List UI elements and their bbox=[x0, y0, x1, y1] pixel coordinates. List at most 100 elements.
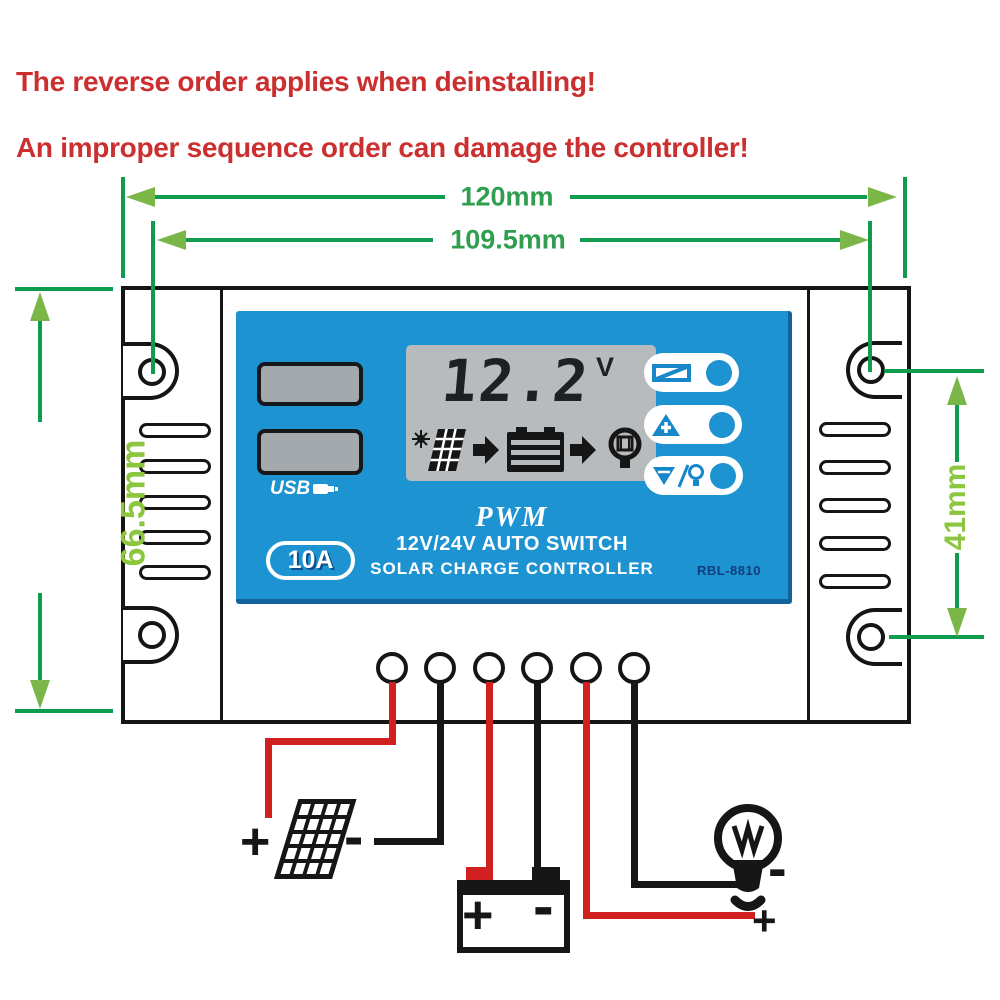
battery-status-icon bbox=[652, 363, 691, 382]
dimension-line bbox=[38, 593, 42, 686]
wire-load-plus bbox=[583, 682, 590, 919]
right-flange-line bbox=[807, 290, 810, 720]
battery-plus-label: + bbox=[462, 885, 494, 945]
brand-pwm: PWM bbox=[475, 502, 549, 533]
lcd-flow-icons bbox=[412, 427, 642, 472]
wire-solar-plus bbox=[265, 738, 396, 745]
load-plus-label: + bbox=[752, 897, 777, 944]
brand-auto-switch: 12V/24V AUTO SWITCH bbox=[396, 533, 628, 555]
sun-icon bbox=[412, 430, 430, 448]
lcd-unit: V bbox=[596, 352, 615, 382]
button-dot bbox=[706, 359, 732, 386]
battery-icon bbox=[507, 427, 564, 472]
arrow-right-icon bbox=[473, 436, 499, 464]
usb-text: USB bbox=[270, 478, 311, 499]
lcd-display: 12.2 V bbox=[406, 345, 656, 481]
vent-slot bbox=[819, 460, 891, 475]
arrowhead-up-icon bbox=[30, 292, 50, 321]
extension-line bbox=[121, 177, 125, 278]
warning-line-1: The reverse order applies when deinstall… bbox=[16, 66, 596, 97]
dimension-line bbox=[570, 195, 867, 199]
terminal-battery-minus bbox=[521, 652, 553, 684]
solar-panel-icon bbox=[428, 429, 466, 471]
button-dot bbox=[709, 411, 735, 438]
vent-slot bbox=[819, 536, 891, 551]
dimension-line bbox=[38, 315, 42, 422]
battery-negative-cap bbox=[532, 867, 560, 882]
amp-rating-text: 10A bbox=[287, 546, 334, 574]
extension-line bbox=[868, 221, 872, 372]
battery bbox=[457, 880, 570, 953]
warning-line-2: An improper sequence order can damage th… bbox=[16, 132, 749, 163]
extension-line bbox=[15, 287, 113, 291]
arrowhead-down-icon bbox=[947, 608, 967, 637]
vent-slot bbox=[139, 459, 211, 474]
button-dot bbox=[710, 462, 736, 489]
battery-positive-cap bbox=[466, 867, 493, 882]
wire-battery-plus bbox=[486, 682, 493, 868]
arrowhead-right-icon bbox=[868, 187, 897, 207]
wire-solar-plus bbox=[389, 682, 396, 745]
outer-width-label: 120mm bbox=[460, 181, 554, 212]
usb-port bbox=[257, 429, 363, 475]
load-minus-label: - bbox=[768, 836, 787, 899]
load-light-icon bbox=[653, 463, 704, 488]
mount-hole bbox=[857, 623, 885, 651]
vent-slot bbox=[139, 565, 211, 580]
dimension-line bbox=[152, 195, 445, 199]
mount-hole bbox=[138, 621, 166, 649]
lcd-voltage: 12.2 bbox=[439, 347, 593, 415]
triangle-plus-icon bbox=[652, 413, 680, 436]
model-number: RBL-8810 bbox=[697, 563, 761, 578]
usb-label: USB bbox=[270, 478, 360, 500]
vent-slot bbox=[819, 422, 891, 437]
arrowhead-right-icon bbox=[840, 230, 869, 250]
arrowhead-left-icon bbox=[126, 187, 155, 207]
wire-solar-plus bbox=[265, 738, 272, 818]
terminal-load-plus bbox=[570, 652, 602, 684]
button-battery-status bbox=[644, 353, 739, 392]
wire-load-plus bbox=[583, 912, 755, 919]
vent-slot bbox=[819, 574, 891, 589]
dimension-line bbox=[183, 238, 433, 242]
brand-solar-charge-controller: SOLAR CHARGE CONTROLLER bbox=[370, 559, 654, 578]
vent-slot bbox=[819, 498, 891, 513]
solar-minus-label: - bbox=[344, 804, 364, 869]
arrowhead-left-icon bbox=[157, 230, 186, 250]
arrow-right-icon bbox=[570, 436, 596, 464]
hole-height-label: 41mm bbox=[939, 463, 972, 551]
faceplate: USB 10A 12.2 V bbox=[236, 311, 792, 604]
wire-solar-minus bbox=[374, 838, 444, 845]
arrowhead-up-icon bbox=[947, 376, 967, 405]
wire-solar-minus bbox=[437, 682, 444, 845]
hole-width-label: 109.5mm bbox=[450, 224, 566, 255]
button-charge-mode bbox=[644, 405, 742, 444]
dimension-line bbox=[955, 402, 959, 462]
left-flange-line bbox=[220, 290, 223, 720]
extension-line bbox=[889, 635, 984, 639]
outer-height-label: 66.5mm bbox=[114, 439, 153, 567]
dimension-line bbox=[580, 238, 840, 242]
terminal-solar-minus bbox=[424, 652, 456, 684]
solar-plus-label: + bbox=[240, 813, 271, 871]
amp-rating-badge: 10A bbox=[266, 541, 355, 580]
terminal-battery-plus bbox=[473, 652, 505, 684]
bulb-icon bbox=[608, 427, 642, 468]
vent-slot bbox=[139, 495, 211, 510]
vent-slot bbox=[139, 423, 211, 438]
usb-port bbox=[257, 362, 363, 406]
wire-battery-minus bbox=[534, 682, 541, 868]
extension-line bbox=[151, 221, 155, 374]
extension-line bbox=[15, 709, 113, 713]
vent-slot bbox=[139, 530, 211, 545]
terminal-solar-plus bbox=[376, 652, 408, 684]
usb-plug-icon bbox=[313, 484, 339, 494]
light-bulb bbox=[714, 804, 782, 911]
extension-line bbox=[903, 177, 907, 278]
extension-line bbox=[884, 369, 984, 373]
arrowhead-down-icon bbox=[30, 680, 50, 709]
terminal-load-minus bbox=[618, 652, 650, 684]
wire-load-minus bbox=[631, 881, 739, 888]
wire-load-minus bbox=[631, 682, 638, 888]
